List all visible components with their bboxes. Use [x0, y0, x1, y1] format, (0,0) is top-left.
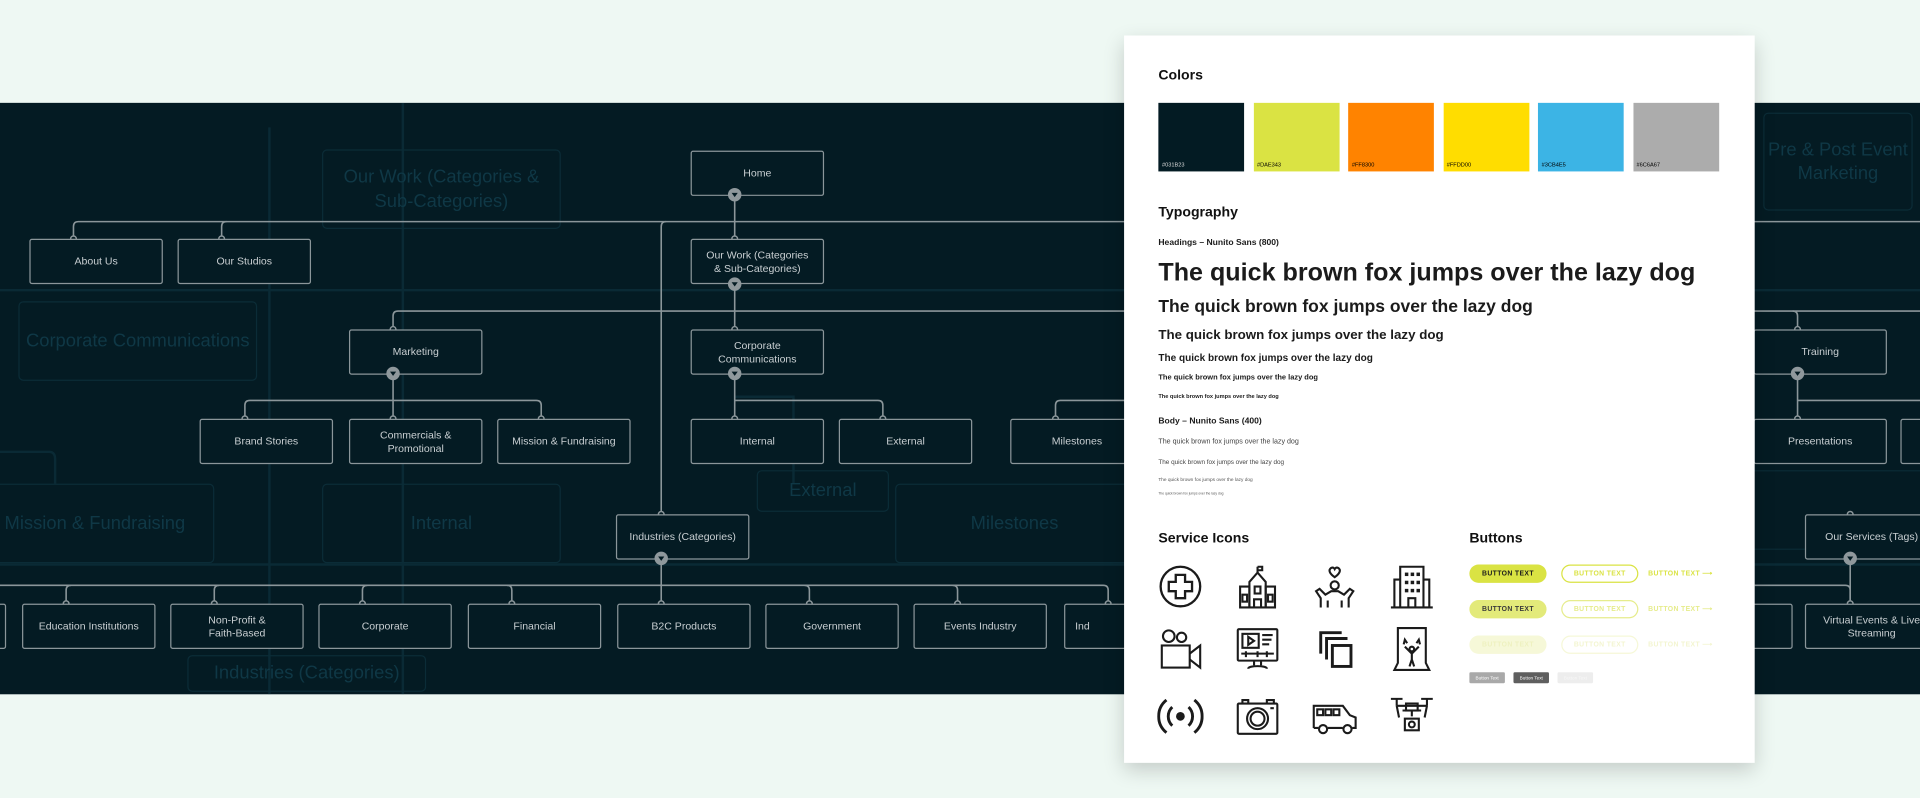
- headings-font-label: Headings – Nunito Sans (800): [1158, 238, 1279, 248]
- node-commercials[interactable]: Commercials & Promotional: [348, 418, 483, 465]
- primary-button-disabled: BUTTON TEXT: [1469, 635, 1547, 654]
- outline-button[interactable]: BUTTON TEXT: [1561, 564, 1639, 583]
- video-monitor-icon: [1234, 626, 1281, 673]
- swatch-dark: #031B23: [1158, 102, 1245, 172]
- swatch-blue: #3CB4E5: [1537, 102, 1624, 172]
- text-arrow-button-hover[interactable]: BUTTON TEXT ⟶: [1648, 600, 1712, 618]
- ghost-node-internal: Internal: [322, 483, 561, 564]
- outline-button-hover[interactable]: BUTTON TEXT: [1561, 600, 1639, 619]
- service-icons-heading: Service Icons: [1158, 531, 1250, 547]
- copy-layers-icon: [1311, 626, 1358, 673]
- swatch-label: #DAE343: [1256, 161, 1282, 168]
- medical-cross-icon: [1157, 563, 1204, 610]
- node-virtual-events[interactable]: Virtual Events & Live Streaming: [1804, 603, 1920, 649]
- colors-heading: Colors: [1158, 68, 1203, 84]
- arrow-right-icon: ⟶: [1700, 570, 1713, 578]
- button-label: BUTTON TEXT: [1648, 570, 1701, 578]
- small-button-disabled: Button Text: [1557, 672, 1594, 684]
- body-sample-3: The quick brown fox jumps over the lazy …: [1158, 476, 1253, 483]
- primary-button-hover[interactable]: BUTTON TEXT: [1469, 600, 1547, 619]
- body-font-label: Body – Nunito Sans (400): [1158, 417, 1262, 427]
- swatch-label: #031B23: [1162, 161, 1185, 168]
- swatch-label: #FF8300: [1351, 161, 1375, 168]
- node-non-profit[interactable]: Non-Profit & Faith-Based: [170, 603, 304, 649]
- charity-heart-icon: [1311, 563, 1358, 610]
- swatch-yellow: #FFDD00: [1443, 102, 1529, 172]
- swatch-label: #6C6A67: [1636, 161, 1660, 168]
- node-mission-fundraising[interactable]: Mission & Fundraising: [497, 418, 631, 465]
- node-home[interactable]: Home: [690, 150, 825, 196]
- buttons-heading: Buttons: [1469, 531, 1523, 547]
- swatch-label: #3CB4E5: [1541, 161, 1566, 168]
- node-our-studios[interactable]: Our Studios: [177, 238, 312, 285]
- text-arrow-button[interactable]: BUTTON TEXT ⟶: [1648, 564, 1712, 582]
- node-education[interactable]: Education Institutions: [22, 603, 156, 649]
- small-button[interactable]: Button Text: [1469, 672, 1505, 684]
- swatch-orange: #FF8300: [1348, 102, 1434, 172]
- node-government[interactable]: Government: [765, 603, 899, 649]
- button-label: BUTTON TEXT: [1648, 641, 1701, 649]
- style-guide-card: Colors #031B23 #DAE343 #FF8300 #FFDD00 #…: [1124, 35, 1755, 763]
- node-internal[interactable]: Internal: [690, 418, 825, 465]
- node-clipped-left[interactable]: [0, 603, 7, 649]
- video-camera-icon: [1157, 626, 1204, 673]
- swatch-label: #FFDD00: [1446, 161, 1472, 168]
- swatch-lime: #DAE343: [1253, 102, 1339, 172]
- body-sample-2: The quick brown fox jumps over the lazy …: [1158, 459, 1285, 467]
- node-about-us[interactable]: About Us: [29, 238, 163, 285]
- typography-heading: Typography: [1158, 205, 1238, 221]
- office-building-icon: [1389, 563, 1436, 610]
- heading-sample-5: The quick brown fox jumps over the lazy …: [1158, 373, 1318, 383]
- arrow-right-icon: ⟶: [1700, 641, 1713, 649]
- expand-toggle-icon: [386, 187, 1857, 566]
- primary-button[interactable]: BUTTON TEXT: [1469, 564, 1547, 583]
- node-b2c-products[interactable]: B2C Products: [617, 603, 751, 649]
- body-sample-1: The quick brown fox jumps over the lazy …: [1158, 438, 1299, 446]
- node-corporate-communications[interactable]: Corporate Communications: [690, 329, 825, 375]
- arrow-right-icon: ⟶: [1700, 605, 1713, 613]
- ghost-node-our-work: Our Work (Categories & Sub-Categories): [322, 149, 561, 229]
- node-presentations[interactable]: Presentations: [1753, 418, 1887, 465]
- ghost-node-mission: Mission & Fundraising: [0, 483, 215, 564]
- small-button-dark[interactable]: Button Text: [1513, 672, 1549, 684]
- node-events-industry[interactable]: Events Industry: [913, 603, 1047, 649]
- outline-button-disabled: BUTTON TEXT: [1561, 635, 1639, 654]
- heading-sample-1: The quick brown fox jumps over the lazy …: [1158, 258, 1696, 287]
- broadcast-icon: [1157, 693, 1204, 740]
- text-arrow-button-disabled: BUTTON TEXT ⟶: [1648, 636, 1712, 654]
- school-icon: [1234, 563, 1281, 610]
- button-label: BUTTON TEXT: [1648, 605, 1701, 613]
- heading-sample-3: The quick brown fox jumps over the lazy …: [1158, 328, 1444, 343]
- expand-toggles: [386, 187, 1857, 566]
- drone-camera-icon: [1389, 693, 1436, 740]
- node-external[interactable]: External: [838, 418, 973, 465]
- node-milestones[interactable]: Milestones: [1010, 418, 1144, 465]
- ghost-node-industries: Industries (Categories): [187, 655, 427, 692]
- stage-performance-icon: [1389, 626, 1436, 673]
- node-brand-stories[interactable]: Brand Stories: [199, 418, 334, 465]
- node-industries[interactable]: Industries (Categories): [615, 514, 750, 560]
- swatch-gray: #6C6A67: [1632, 102, 1719, 172]
- node-financial[interactable]: Financial: [467, 603, 602, 649]
- van-icon: [1311, 693, 1358, 740]
- ghost-node-corporate-communications: Corporate Communications: [18, 301, 258, 381]
- heading-sample-6: The quick brown fox jumps over the lazy …: [1158, 393, 1279, 400]
- node-our-services[interactable]: Our Services (Tags): [1804, 514, 1920, 560]
- node-clipped[interactable]: [1900, 418, 1920, 465]
- heading-sample-2: The quick brown fox jumps over the lazy …: [1158, 297, 1533, 318]
- heading-sample-4: The quick brown fox jumps over the lazy …: [1158, 352, 1373, 364]
- node-our-work[interactable]: Our Work (Categories & Sub-Categories): [690, 238, 825, 285]
- body-sample-4: The quick brown fox jumps over the lazy …: [1158, 492, 1224, 496]
- ghost-node-pre-post-event: Pre & Post Event Marketing: [1763, 112, 1913, 211]
- ghost-node-external: External: [756, 470, 889, 512]
- node-marketing[interactable]: Marketing: [348, 329, 483, 375]
- photo-camera-icon: [1234, 693, 1281, 740]
- node-corporate[interactable]: Corporate: [318, 603, 452, 649]
